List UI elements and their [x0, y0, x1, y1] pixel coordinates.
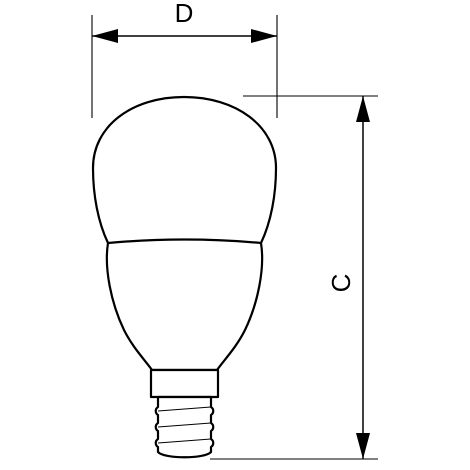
height-dimension: C [210, 95, 378, 460]
bulb-globe [91, 95, 278, 372]
thread-line-3 [157, 438, 212, 444]
thread-line-1 [157, 406, 212, 412]
width-dimension: D [91, 0, 278, 118]
bulb-collar [149, 368, 220, 399]
width-arrow-left [92, 29, 118, 43]
height-arrow-top [356, 96, 370, 122]
bulb-seam [107, 238, 262, 245]
height-label: C [326, 274, 356, 293]
light-bulb [91, 95, 278, 459]
thread-line-2 [157, 422, 212, 428]
bulb-screw-base [154, 395, 215, 459]
width-arrow-right [251, 29, 277, 43]
width-label: D [175, 0, 194, 28]
height-arrow-bottom [356, 433, 370, 459]
